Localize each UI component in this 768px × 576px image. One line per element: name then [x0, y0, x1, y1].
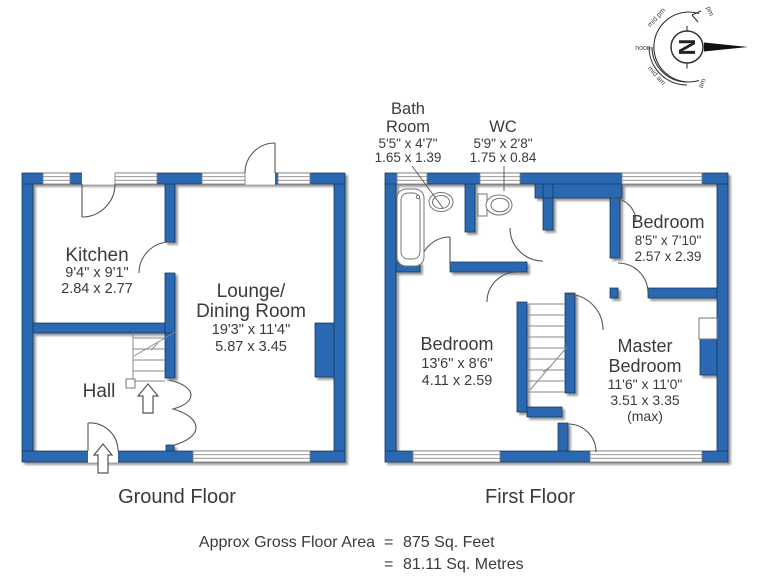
compass-label-am: am [698, 77, 708, 89]
bathroom-leader-line [411, 165, 444, 209]
first-floor-stairs [527, 303, 568, 393]
master-name-line2: Bedroom [608, 356, 681, 376]
master-dims-imperial: 11'6" x 11'0" [608, 376, 683, 392]
window [192, 450, 311, 463]
gross-floor-area-metres: 81.11 Sq. Metres [403, 556, 524, 573]
kitchen-back-door-swing [81, 183, 116, 218]
hall-name: Hall [83, 381, 116, 402]
master-dims-note: (max) [627, 408, 663, 424]
bedroom-front-name: Bedroom [420, 334, 493, 354]
window [396, 172, 428, 185]
kitchen-name: Kitchen [65, 245, 128, 266]
lounge-name-line2: Dining Room [196, 301, 306, 322]
bedroom-front-door-swing [486, 271, 518, 303]
gross-floor-area-label: Approx Gross Floor Area [199, 534, 375, 551]
toilet-inner [490, 197, 510, 213]
sink-inner [432, 195, 450, 209]
lounge-dims-imperial: 19'3" x 11'4" [212, 322, 290, 338]
first-floor-caption: First Floor [485, 486, 575, 508]
compass-arc-2 [651, 46, 688, 83]
master-dims-metric: 3.51 x 3.35 [610, 392, 679, 408]
wc-door-swing [509, 227, 544, 262]
kitchen-dims-metric: 2.84 x 2.77 [61, 281, 133, 297]
lounge-back-door-opening [245, 172, 275, 185]
window [589, 450, 703, 463]
ground-floor-windows [42, 172, 311, 463]
bedroom-rear-door-swing [617, 262, 649, 294]
ground-floor-doors [81, 142, 276, 452]
bathtub-inner [400, 192, 421, 260]
kitchen-back-door-opening [82, 172, 115, 185]
window [114, 172, 158, 185]
gross-floor-area-feet: 875 Sq. Feet [403, 534, 495, 551]
entry-arrow-icon [92, 443, 114, 474]
wc-name: WC [489, 118, 517, 136]
north-arrow-icon [704, 42, 748, 52]
bedroom-rear-dims-metric: 2.57 x 2.39 [635, 249, 702, 264]
window [621, 172, 703, 185]
lounge-dims-metric: 5.87 x 3.45 [215, 339, 287, 355]
lounge-door-swing [168, 379, 197, 447]
bathtub-tap [415, 194, 421, 200]
window [201, 172, 246, 185]
lounge-name-line1: Lounge/ [217, 281, 286, 302]
compass-label-noon: noon [635, 45, 651, 52]
landing-door-swing [611, 197, 637, 223]
master-door-swing [566, 293, 604, 331]
window [277, 172, 311, 185]
bathroom-name-line2: Room [386, 118, 430, 136]
entry-door-swing [87, 422, 119, 452]
master-alcove [698, 317, 718, 340]
compass-label-pm: pm [704, 6, 714, 18]
equals-sign: = [384, 534, 393, 551]
master-name-line1: Master [617, 336, 672, 356]
window [412, 450, 501, 463]
equals-sign: = [384, 556, 393, 573]
master-door-swing-2 [567, 423, 597, 453]
bedroom-rear-dims-imperial: 8'5" x 7'10" [635, 233, 702, 248]
compass-label-mid-pm: mid pm [647, 7, 668, 29]
lounge-back-door-swing [244, 142, 276, 174]
stairs-up-arrow-icon [136, 383, 160, 414]
wc-dims-metric: 1.75 x 0.84 [470, 150, 537, 165]
ground-floor-plan [21, 142, 346, 474]
first-floor-plan [384, 165, 729, 463]
ground-floor-caption: Ground Floor [118, 486, 236, 508]
bedroom-rear-name: Bedroom [631, 212, 704, 232]
kitchen-door-swing [138, 241, 171, 274]
compass-north-letter: N [674, 39, 700, 56]
bedroom-front-dims-metric: 4.11 x 2.59 [422, 373, 493, 389]
room-labels: Kitchen 9'4" x 9'1" 2.84 x 2.77 Lounge/ … [61, 100, 704, 424]
window [42, 172, 71, 185]
footer: Approx Gross Floor Area = 875 Sq. Feet =… [199, 534, 524, 573]
bathroom-dims-metric: 1.65 x 1.39 [375, 150, 442, 165]
compass-circle [670, 30, 704, 64]
first-floor-walls [384, 172, 729, 463]
stair-newel-post [125, 378, 136, 389]
bathroom-name-line1: Bath [391, 100, 425, 118]
wc-dims-imperial: 5'9" x 2'8" [473, 136, 532, 151]
first-floor-windows [396, 172, 703, 463]
compass-arc-arrowhead [691, 10, 702, 23]
ground-floor-walls [21, 172, 346, 463]
kitchen-dims-imperial: 9'4" x 9'1" [65, 265, 128, 281]
compass-arc-3 [648, 46, 688, 86]
bedroom-front-dims-imperial: 13'6" x 8'6" [421, 356, 492, 372]
compass: N pm mid pm noon mid am am [635, 6, 748, 89]
window [479, 172, 521, 185]
bathroom-fixtures [396, 188, 513, 267]
captions: Ground Floor First Floor [118, 486, 575, 508]
ground-floor-stairs [125, 330, 178, 389]
bathroom-dims-imperial: 5'5" x 4'7" [378, 136, 437, 151]
